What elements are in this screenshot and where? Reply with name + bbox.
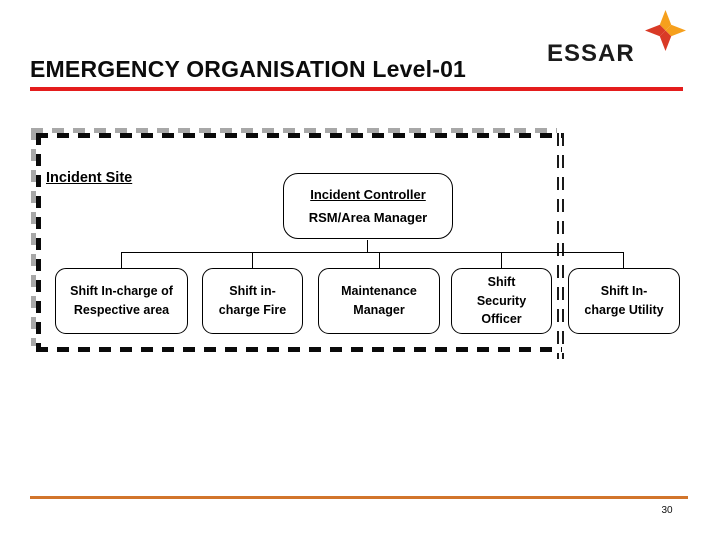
boundary-shadow-left xyxy=(31,128,36,346)
connector-stub-1 xyxy=(121,252,123,269)
connector-stub-4 xyxy=(501,252,503,269)
connector-root-stub xyxy=(367,239,369,253)
title-rule xyxy=(30,87,683,91)
boundary-right-inner xyxy=(557,133,559,359)
essar-logo-text: ESSAR xyxy=(547,40,635,67)
connector-stub-5 xyxy=(623,252,625,269)
org-node-label-line: Manager xyxy=(353,303,405,317)
org-node-incident-controller: Incident Controller RSM/Area Manager xyxy=(283,173,453,239)
boundary-shadow-top xyxy=(31,128,557,133)
org-node-title: Incident Controller xyxy=(310,187,426,202)
org-node-label-line: Shift In-charge of xyxy=(70,284,173,299)
org-node-label-line: Shift in- xyxy=(229,284,276,299)
slide-title: EMERGENCY ORGANISATION Level-01 xyxy=(30,56,467,82)
incident-site-label: Incident Site xyxy=(46,170,133,186)
org-node-label-line: Shift In- xyxy=(600,284,648,299)
org-node-label-line: Officer xyxy=(481,312,522,327)
org-node-subtitle: RSM/Area Manager xyxy=(308,210,428,225)
boundary-bottom xyxy=(36,347,562,352)
org-node-shift-incharge-utility: Shift In- charge Utility xyxy=(568,268,680,334)
org-node-label-line: charge Utility xyxy=(584,303,664,317)
essar-plus-icon xyxy=(645,10,686,51)
boundary-top xyxy=(36,133,562,138)
boundary-right-outer xyxy=(562,133,564,359)
org-node-label-line: Security xyxy=(476,293,527,308)
connector-stub-2 xyxy=(252,252,254,269)
page-number: 30 xyxy=(661,505,673,516)
org-node-label-line: Respective area xyxy=(73,303,170,317)
org-node-label-line: charge Fire xyxy=(218,303,287,317)
org-node-label-line: Shift xyxy=(487,274,516,289)
footer-rule xyxy=(30,496,688,499)
org-node-label-line: Maintenance xyxy=(341,284,417,299)
connector-stub-3 xyxy=(378,252,380,269)
boundary-left xyxy=(36,133,41,352)
org-node-shift-incharge-fire: Shift in- charge Fire xyxy=(202,268,303,334)
org-node-shift-security-officer: Shift Security Officer xyxy=(451,268,552,334)
connector-rail xyxy=(121,252,624,254)
org-node-maintenance-manager: Maintenance Manager xyxy=(318,268,440,334)
org-node-shift-incharge-respective-area: Shift In-charge of Respective area xyxy=(55,268,188,334)
